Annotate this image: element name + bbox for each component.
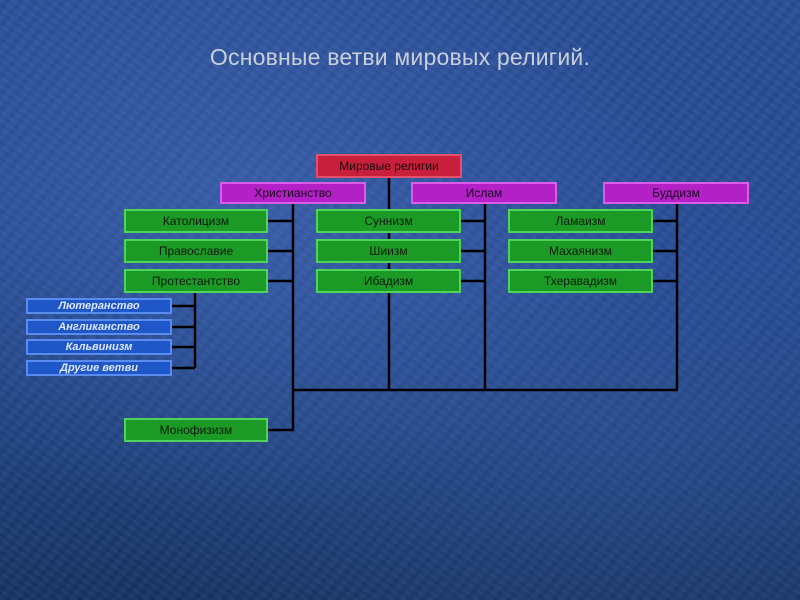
shiism-node: Шиизм bbox=[316, 239, 461, 263]
sunnism-node: Суннизм bbox=[316, 209, 461, 233]
buddhism-branch-ticks bbox=[653, 219, 677, 283]
lamaism-node: Ламаизм bbox=[508, 209, 653, 233]
buddhism-node: Буддизм bbox=[603, 182, 749, 204]
theravada-node: Тхеравадизм bbox=[508, 269, 653, 293]
orthodoxy-node: Православие bbox=[124, 239, 268, 263]
calvinism-node: Кальвинизм bbox=[26, 339, 172, 355]
root-node: Мировые религии bbox=[316, 154, 462, 178]
christianity-line bbox=[268, 204, 295, 432]
catholicism-node: Католицизм bbox=[124, 209, 268, 233]
page-title: Основные ветви мировых религий. bbox=[209, 44, 591, 70]
islam-node: Ислам bbox=[411, 182, 557, 204]
ibadism-node: Ибадизм bbox=[316, 269, 461, 293]
protestantism-node: Протестантство bbox=[124, 269, 268, 293]
protestant-branch-ticks bbox=[172, 304, 195, 370]
lutheranism-node: Лютеранство bbox=[26, 298, 172, 314]
mahayana-node: Махаянизм bbox=[508, 239, 653, 263]
islam-branch-ticks bbox=[461, 219, 485, 283]
anglicanism-node: Англиканство bbox=[26, 319, 172, 335]
christianity-branch-ticks bbox=[268, 219, 293, 283]
monophysitism-node: Монофизизм bbox=[124, 418, 268, 442]
other-branches-node: Другие ветви bbox=[26, 360, 172, 376]
christianity-node: Христианство bbox=[220, 182, 366, 204]
